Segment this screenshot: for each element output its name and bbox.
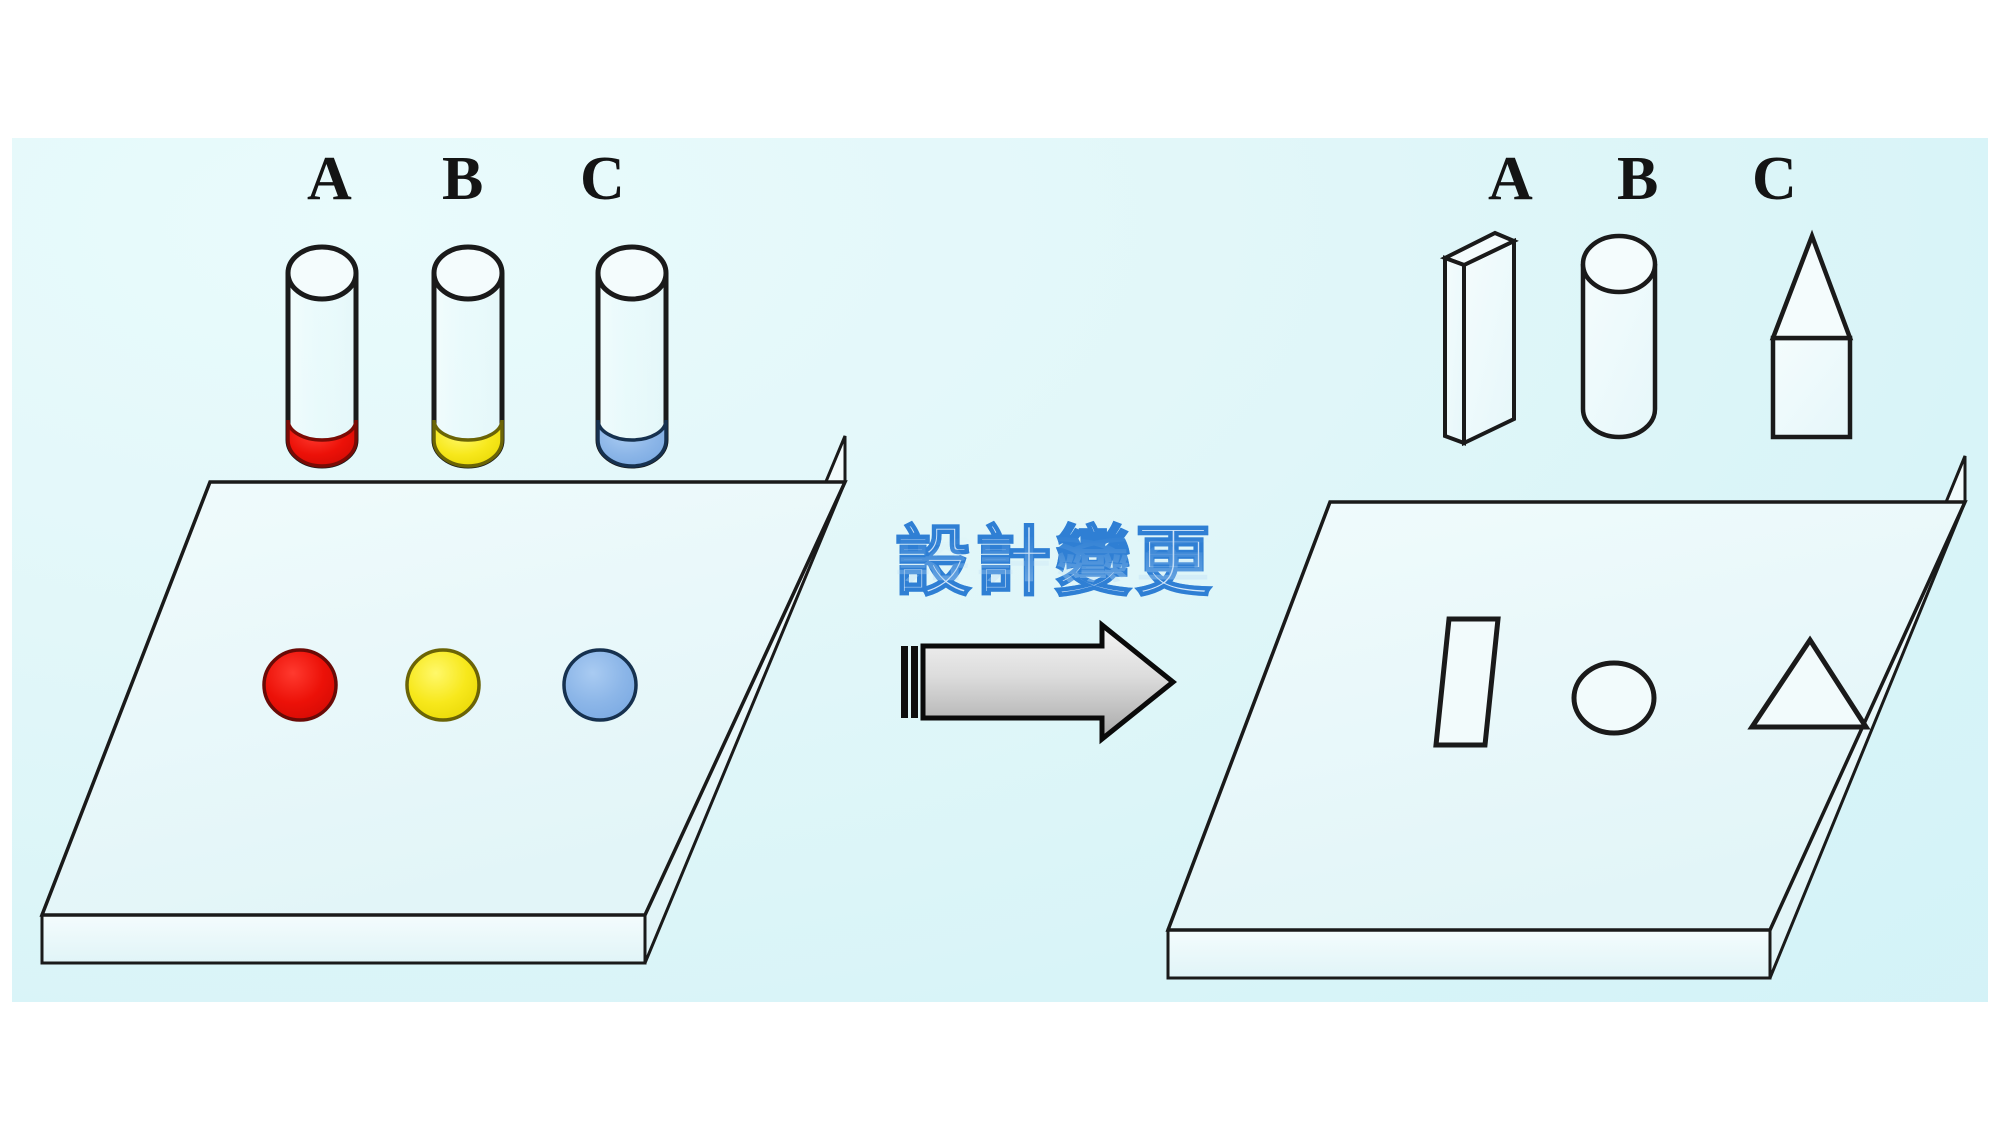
right-board-front-edge — [1166, 928, 1772, 980]
left-part-b-test-tube — [431, 244, 505, 469]
right-part-a-front-face — [1443, 255, 1466, 446]
left-board-front-edge — [40, 913, 647, 965]
left-hole-b — [405, 648, 481, 722]
left-hole-a — [262, 648, 338, 722]
right-part-a-right-face — [1462, 237, 1516, 447]
right-part-c-body — [1770, 335, 1853, 440]
left-part-a-test-tube — [285, 244, 359, 469]
left-column-label-c: C — [580, 145, 625, 213]
left-tube-b-rim — [431, 244, 505, 302]
right-part-c-apex — [1769, 229, 1854, 341]
arrow-tail-stripe-1 — [901, 646, 908, 718]
left-tube-a-liquid — [286, 419, 358, 468]
right-hole-b-circle — [1571, 660, 1657, 736]
right-hole-c-triangle — [1747, 635, 1871, 730]
right-column-label-a: A — [1488, 145, 1533, 213]
left-column-label-b: B — [442, 145, 484, 213]
transition-arrow — [901, 619, 1177, 745]
right-part-b-top-rim — [1580, 233, 1658, 295]
right-board-holes — [1433, 616, 1871, 748]
right-board-surface — [1165, 500, 1968, 932]
left-tube-b-liquid — [432, 419, 504, 468]
right-column-label-c: C — [1752, 145, 1797, 213]
left-tube-c-rim — [595, 244, 669, 302]
right-hole-a-rectangle — [1433, 616, 1501, 748]
right-part-a-rectangular-prism — [1439, 230, 1519, 447]
left-hole-c — [562, 648, 638, 722]
right-board — [1165, 455, 1968, 980]
right-part-c-triangular-prism — [1769, 229, 1854, 440]
right-part-b-cylinder — [1580, 233, 1658, 440]
left-part-c-test-tube — [595, 244, 669, 469]
left-tube-a-rim — [285, 244, 359, 302]
arrow-body — [920, 619, 1177, 745]
design-change-caption: 設計變更 — [894, 500, 1215, 610]
left-column-label-a: A — [307, 145, 352, 213]
left-tube-c-liquid — [596, 419, 668, 468]
right-part-b-body — [1580, 264, 1658, 440]
arrow-tail-stripe-2 — [911, 646, 918, 718]
left-board-holes — [262, 648, 638, 722]
right-column-label-b: B — [1617, 145, 1659, 213]
